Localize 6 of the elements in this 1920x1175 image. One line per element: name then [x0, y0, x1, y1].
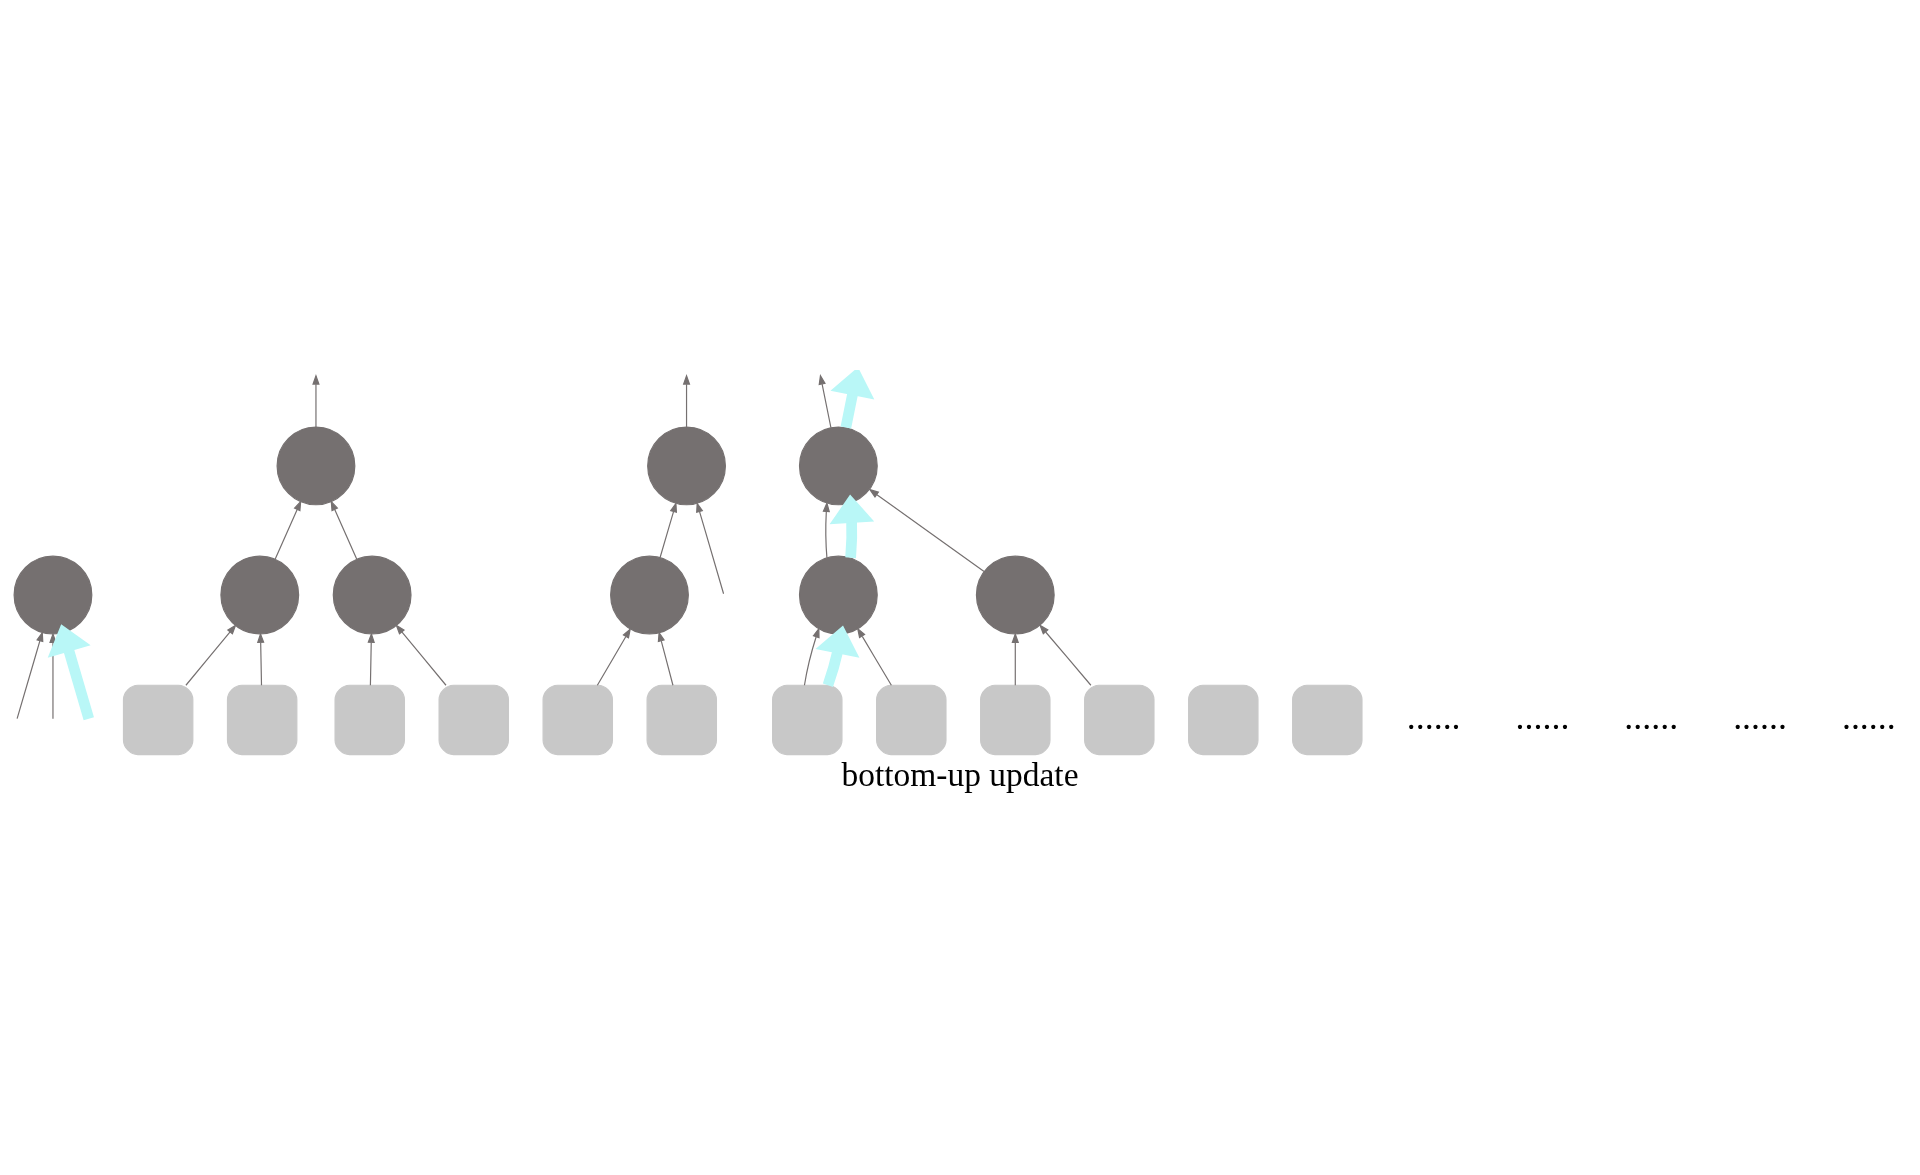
label: ......: [1406, 696, 1461, 737]
label: ......: [1841, 696, 1896, 737]
label: ......: [1624, 696, 1679, 737]
label: ......: [1733, 696, 1787, 737]
caption: bottom-up update: [841, 755, 1079, 793]
label: ......: [1515, 696, 1570, 737]
